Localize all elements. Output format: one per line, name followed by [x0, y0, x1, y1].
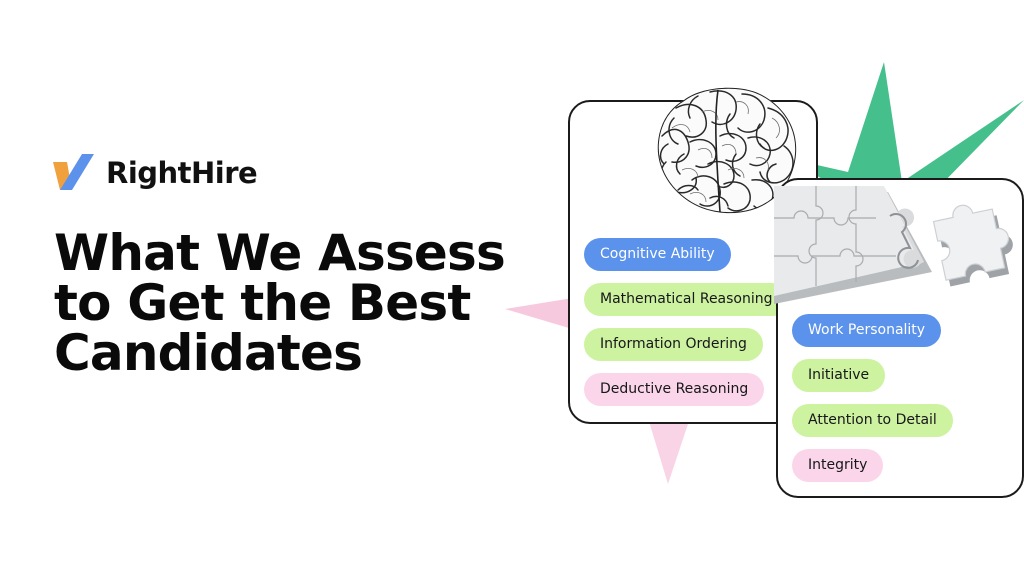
brand-name: RightHire [106, 156, 258, 190]
pink-triangle-down-icon [648, 418, 690, 484]
headline-line-2: to Get the Best [54, 274, 471, 332]
pill-information-ordering[interactable]: Information Ordering [584, 328, 763, 361]
pill-deductive-reasoning[interactable]: Deductive Reasoning [584, 373, 765, 406]
pill-mathematical-reasoning[interactable]: Mathematical Reasoning [584, 283, 789, 316]
pill-initiative[interactable]: Initiative [792, 359, 886, 392]
pill-work-personality[interactable]: Work Personality [792, 314, 942, 347]
righthire-checkmark-logo-icon [53, 154, 94, 190]
pill-attention-to-detail[interactable]: Attention to Detail [792, 404, 953, 437]
brand-lockup: RightHire [52, 152, 258, 194]
pill-integrity[interactable]: Integrity [792, 449, 884, 482]
personality-pill-list: Work Personality Initiative Attention to… [792, 314, 953, 482]
pink-triangle-left-icon [505, 297, 579, 331]
pill-cognitive-ability[interactable]: Cognitive Ability [584, 238, 731, 271]
cognitive-pill-list: Cognitive Ability Mathematical Reasoning… [584, 238, 789, 406]
page-title: What We Assess to Get the Best Candidate… [54, 228, 554, 378]
work-personality-card[interactable]: Work Personality Initiative Attention to… [776, 178, 1024, 498]
headline-line-1: What We Assess [54, 224, 506, 282]
headline-line-3: Candidates [54, 324, 363, 382]
